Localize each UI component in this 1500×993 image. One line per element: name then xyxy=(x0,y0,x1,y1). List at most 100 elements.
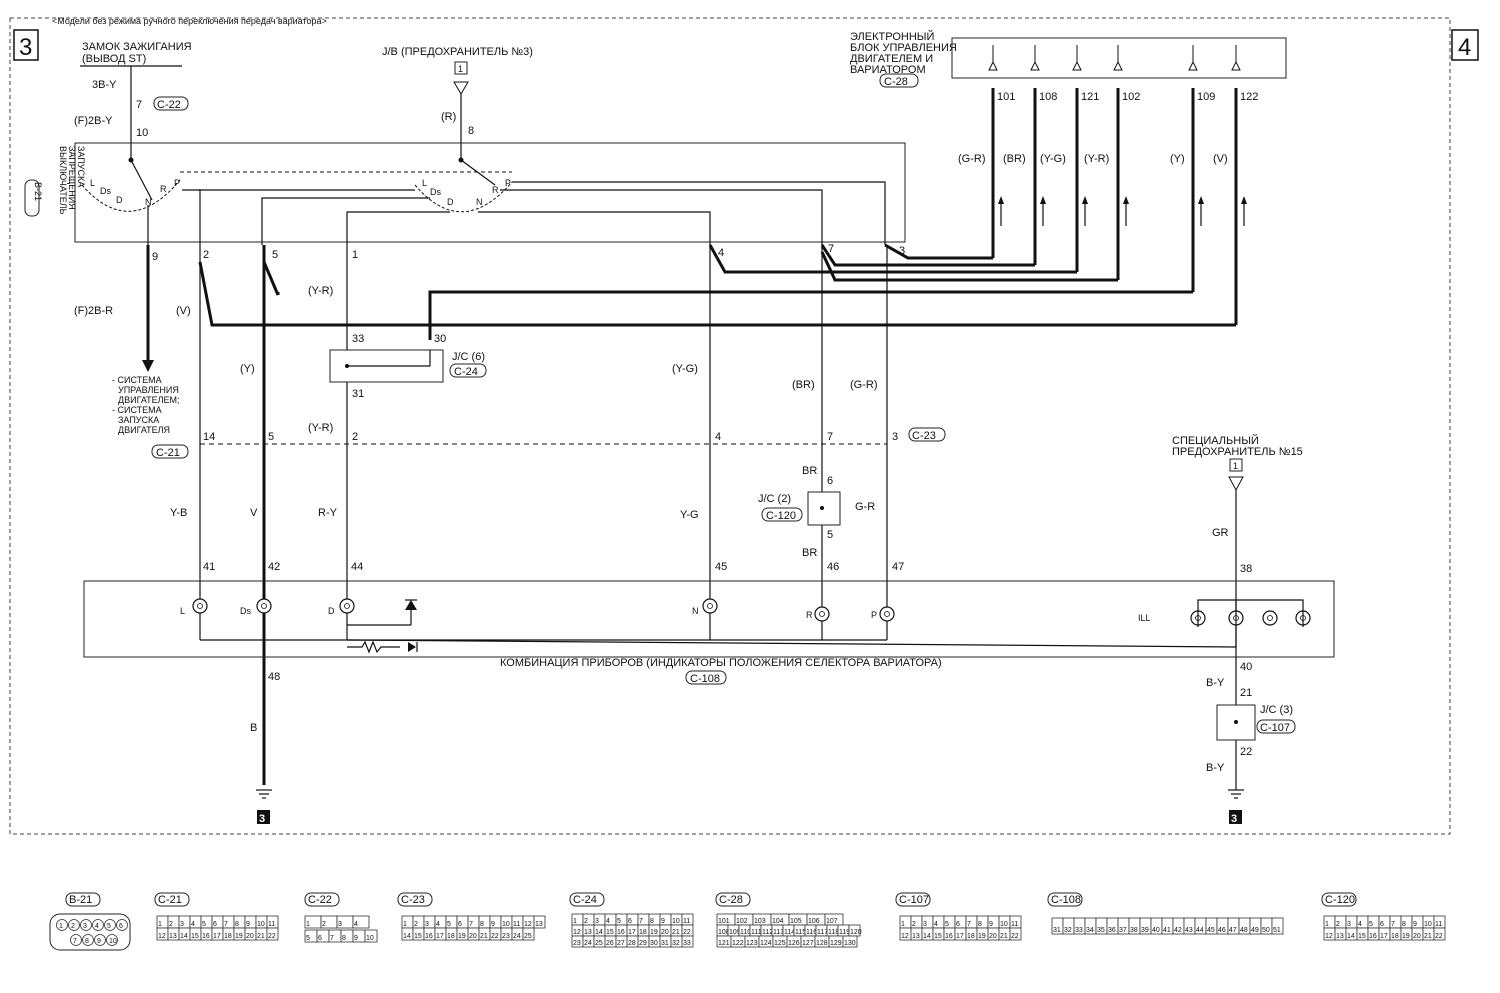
indicator-lamp xyxy=(814,606,830,622)
svg-text:33: 33 xyxy=(1075,927,1083,934)
jc2-junction: BR 6 J/C (2) C-120 5 BR xyxy=(758,465,841,559)
svg-text:8: 8 xyxy=(978,921,982,928)
svg-text:9: 9 xyxy=(661,918,665,925)
svg-text:11: 11 xyxy=(513,921,520,928)
svg-text:6: 6 xyxy=(458,921,462,928)
svg-text:5: 5 xyxy=(447,921,451,928)
svg-text:116: 116 xyxy=(806,929,817,936)
svg-text:13: 13 xyxy=(1336,933,1344,940)
ignition-conn: C-22 xyxy=(157,99,181,111)
inhibitor-pin-2: 2 xyxy=(203,249,209,261)
lamp-R-label: R xyxy=(806,610,813,620)
svg-text:24: 24 xyxy=(584,940,592,947)
svg-text:18: 18 xyxy=(639,929,647,936)
inhibitor-pin-9: 9 xyxy=(152,251,158,263)
svg-text:48: 48 xyxy=(268,671,280,683)
c24-tag xyxy=(569,892,605,907)
indicator-lamp xyxy=(879,606,895,622)
svg-text:B-Y: B-Y xyxy=(1206,762,1225,774)
left-pos-L: L xyxy=(90,178,95,188)
jc2-conn: C-120 xyxy=(766,510,796,522)
svg-text:28: 28 xyxy=(628,940,636,947)
svg-text:12: 12 xyxy=(901,933,909,940)
ecu-wire-gr: (G-R) xyxy=(958,153,986,165)
svg-text:УПРАВЛЕНИЯ: УПРАВЛЕНИЯ xyxy=(118,385,179,395)
svg-text:3: 3 xyxy=(259,813,265,825)
svg-text:2: 2 xyxy=(322,921,326,928)
svg-text:- СИСТЕМА: - СИСТЕМА xyxy=(112,375,162,385)
svg-text:9: 9 xyxy=(246,921,250,928)
inhibitor-title-3: ЗАПУСКА xyxy=(76,146,86,187)
svg-text:21: 21 xyxy=(1424,933,1432,940)
ecu-title-2: БЛОК УПРАВЛЕНИЯ xyxy=(850,42,957,54)
svg-text:15: 15 xyxy=(606,929,614,936)
svg-text:8: 8 xyxy=(342,935,346,942)
svg-text:16: 16 xyxy=(1369,933,1377,940)
svg-text:2: 2 xyxy=(71,923,75,930)
ecu-pin-101: 101 xyxy=(997,91,1015,103)
svg-text:2: 2 xyxy=(352,431,358,443)
svg-text:16: 16 xyxy=(202,933,210,940)
svg-text:18: 18 xyxy=(224,933,232,940)
svg-text:20: 20 xyxy=(1413,933,1421,940)
svg-text:16: 16 xyxy=(945,933,953,940)
ecu-terminal xyxy=(1072,45,1082,71)
svg-text:3: 3 xyxy=(923,921,927,928)
ecu-pin-108: 108 xyxy=(1039,91,1057,103)
svg-text:- СИСТЕМА: - СИСТЕМА xyxy=(112,405,162,415)
lamp-L-label: L xyxy=(180,606,185,616)
right-pos-D: D xyxy=(447,197,454,207)
svg-text:10: 10 xyxy=(1424,921,1432,928)
svg-text:13: 13 xyxy=(169,933,177,940)
svg-text:7: 7 xyxy=(224,921,228,928)
svg-text:119: 119 xyxy=(839,929,850,936)
svg-text:4: 4 xyxy=(1358,921,1362,928)
svg-text:9: 9 xyxy=(97,938,101,945)
svg-text:3: 3 xyxy=(892,431,898,443)
svg-text:46: 46 xyxy=(1218,927,1226,934)
jc3-conn: C-107 xyxy=(1260,722,1290,734)
ecu-terminal xyxy=(1231,45,1241,71)
svg-text:34: 34 xyxy=(1086,927,1094,934)
jc3-label: J/C (3) xyxy=(1260,704,1293,716)
svg-text:47: 47 xyxy=(1229,927,1237,934)
svg-text:20: 20 xyxy=(246,933,254,940)
ecu-wire-v: (V) xyxy=(1213,153,1228,165)
svg-text:6: 6 xyxy=(213,921,217,928)
lower-wire-yg: Y-G xyxy=(680,509,699,521)
ignition-switch: ЗАМОК ЗАЖИГАНИЯ (ВЫВОД ST) 3B-Y 7 C-22 (… xyxy=(74,41,192,160)
svg-text:115: 115 xyxy=(795,929,806,936)
svg-text:23: 23 xyxy=(502,933,510,940)
jc6-conn: C-24 xyxy=(454,366,478,378)
svg-text:18: 18 xyxy=(967,933,975,940)
svg-text:1: 1 xyxy=(403,921,407,928)
svg-text:12: 12 xyxy=(573,929,581,936)
svg-text:2: 2 xyxy=(1336,921,1340,928)
ecu-wire-y: (Y) xyxy=(1170,153,1185,165)
svg-text:3: 3 xyxy=(1231,813,1237,825)
ignition-pin-10: 10 xyxy=(136,127,148,139)
inhibitor-switch: ВЫКЛЮЧАТЕЛЬ ЗАПРЕЩЕНИЯ ЗАПУСКА B-21 L Ds… xyxy=(24,142,906,263)
svg-text:27: 27 xyxy=(617,940,625,947)
svg-text:2: 2 xyxy=(414,921,418,928)
ignition-title-1: ЗАМОК ЗАЖИГАНИЯ xyxy=(82,41,192,53)
ecu-wire-yg: (Y-G) xyxy=(1040,153,1066,165)
svg-text:3: 3 xyxy=(595,918,599,925)
svg-text:124: 124 xyxy=(760,940,772,947)
svg-text:40: 40 xyxy=(1152,927,1160,934)
svg-text:10: 10 xyxy=(257,921,265,928)
svg-text:ЗАПУСКА: ЗАПУСКА xyxy=(118,415,159,425)
svg-text:4: 4 xyxy=(715,431,721,443)
svg-text:6: 6 xyxy=(1380,921,1384,928)
ecu-title-4: ВАРИАТОРОМ xyxy=(850,64,926,76)
wire-yg: (Y-G) xyxy=(672,363,698,375)
c28-label: C-28 xyxy=(719,894,743,906)
svg-text:4: 4 xyxy=(934,921,938,928)
svg-text:21: 21 xyxy=(1000,933,1008,940)
